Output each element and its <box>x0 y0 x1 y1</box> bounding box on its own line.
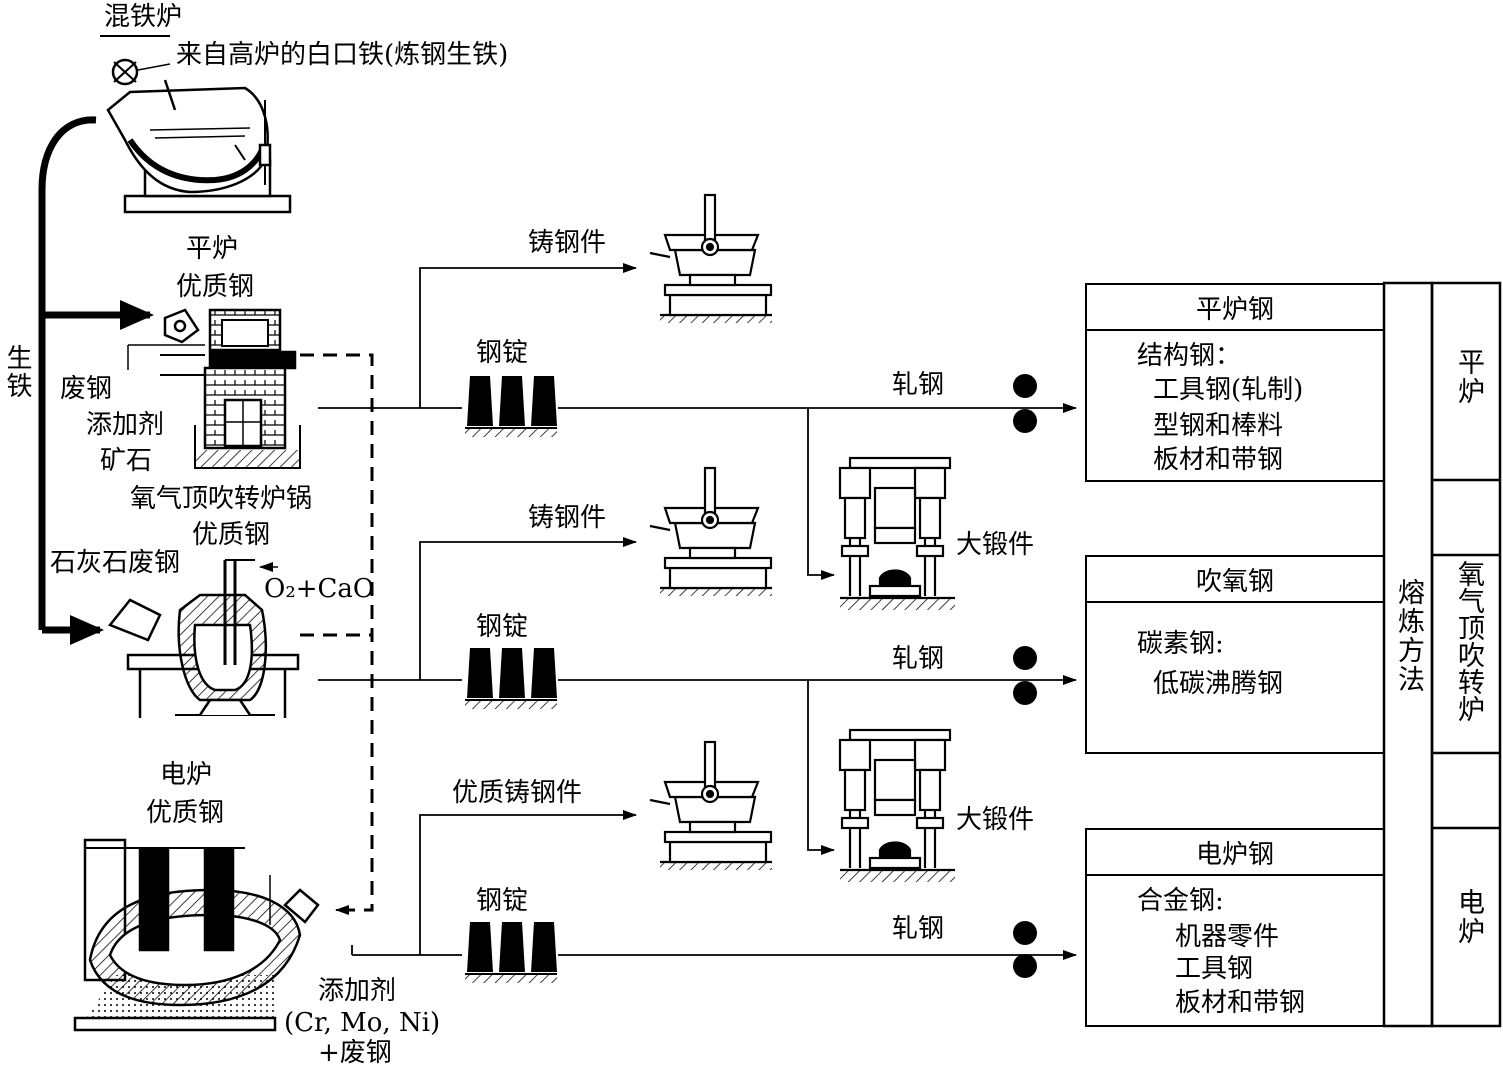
electric-steel-title: 电炉钢 <box>1195 840 1274 870</box>
open-hearth-input-scrap: 废钢 <box>60 374 113 404</box>
casting-machine-1 <box>649 193 773 323</box>
electric-steel-head: 合金钢: <box>1137 886 1224 916</box>
row1-casting-label: 铸钢件 <box>528 228 607 258</box>
casting-machine-3 <box>649 740 773 870</box>
row2-ingot-label: 钢锭 <box>476 612 529 642</box>
hot-metal-source-note: 来自高炉的白口铁(炼钢生铁) <box>176 40 509 70</box>
oxygen-converter-input-left: 石灰石废钢 <box>50 548 181 578</box>
casting-machine-2 <box>649 466 773 596</box>
electric-steel-item: 机器零件 <box>1175 922 1280 952</box>
electric-steel-item: 板材和带钢 <box>1175 988 1306 1018</box>
electric-furnace-input-additive: 添加剂 <box>318 976 397 1006</box>
oxygen-converter-input-right: O₂+CaO <box>264 574 375 604</box>
row3-ingot-label: 钢锭 <box>476 886 529 916</box>
open-hearth-input-ore: 矿石 <box>100 446 153 476</box>
open-hearth-steel-title: 平炉钢 <box>1195 295 1274 325</box>
oxygen-steel-head: 碳素钢: <box>1137 629 1224 659</box>
rolling-rolls-3 <box>1013 921 1037 978</box>
row2-flow-lines <box>318 537 1077 855</box>
rolling-rolls-2 <box>1013 646 1037 705</box>
row3-casting-label: 优质铸钢件 <box>452 778 583 808</box>
row1-flow-lines <box>318 263 1077 580</box>
oxygen-steel-box: 吹氧钢 碳素钢: 低碳沸腾钢 <box>1085 555 1385 754</box>
ingot-group-1 <box>465 376 557 437</box>
open-hearth-quality-steel: 优质钢 <box>176 272 255 302</box>
ingot-group-3 <box>465 922 557 983</box>
electric-furnace-title: 电炉 <box>160 760 213 790</box>
pig-iron-flow <box>38 116 154 645</box>
oxygen-converter-illustration <box>107 559 300 718</box>
row1-ingot-label: 钢锭 <box>476 338 529 368</box>
electric-furnace-input-scrap: +废钢 <box>318 1038 392 1068</box>
row1-rolling-label: 轧钢 <box>892 370 945 400</box>
row2-forging-label: 大锻件 <box>956 530 1035 560</box>
row3-forging-label: 大锻件 <box>956 805 1035 835</box>
method-oxygen-converter: 氧气顶吹转炉 <box>1453 560 1484 722</box>
oxygen-converter-title: 氧气顶吹转炉锅 <box>130 484 313 514</box>
scrap-return-dashed-line <box>300 353 374 912</box>
ingot-group-2 <box>465 648 557 709</box>
open-hearth-steel-item: 板材和带钢 <box>1153 445 1284 475</box>
open-hearth-furnace-illustration <box>127 308 301 469</box>
pig-iron-label: 生铁 <box>2 344 32 400</box>
row3-rolling-label: 轧钢 <box>892 914 945 944</box>
electric-steel-box: 电炉钢 合金钢: 机器零件 工具钢 板材和带钢 <box>1085 828 1385 1027</box>
mixer-furnace-title: 混铁炉 <box>104 2 183 32</box>
row2-casting-label: 铸钢件 <box>528 503 607 533</box>
open-hearth-input-additive: 添加剂 <box>86 410 165 440</box>
open-hearth-title: 平炉 <box>186 234 239 264</box>
open-hearth-steel-item: 工具钢(轧制) <box>1153 375 1304 405</box>
oxygen-converter-quality-steel: 优质钢 <box>192 520 271 550</box>
open-hearth-steel-box: 平炉钢 结构钢： 工具钢(轧制) 型钢和棒料 板材和带钢 <box>1085 283 1385 482</box>
mixer-furnace-illustration <box>100 35 292 214</box>
row2-rolling-label: 轧钢 <box>892 644 945 674</box>
electric-furnace-quality-steel: 优质钢 <box>146 798 225 828</box>
method-open-hearth: 平炉 <box>1453 348 1484 406</box>
rolling-rolls-1 <box>1013 374 1037 433</box>
electric-furnace-input-alloys: (Cr, Mo, Ni) <box>284 1008 441 1038</box>
melting-method-column-title: 熔炼方法 <box>1393 578 1424 694</box>
electric-steel-item: 工具钢 <box>1175 954 1254 984</box>
oxygen-steel-item: 低碳沸腾钢 <box>1153 669 1284 699</box>
forging-press-2 <box>838 728 955 882</box>
method-electric: 电炉 <box>1453 888 1484 946</box>
open-hearth-steel-item: 型钢和棒料 <box>1153 411 1284 441</box>
electric-furnace-illustration <box>73 838 320 1032</box>
forging-press-1 <box>838 456 955 610</box>
open-hearth-steel-head: 结构钢： <box>1137 341 1242 371</box>
oxygen-steel-title: 吹氧钢 <box>1195 567 1274 597</box>
row3-flow-lines <box>351 810 1077 960</box>
